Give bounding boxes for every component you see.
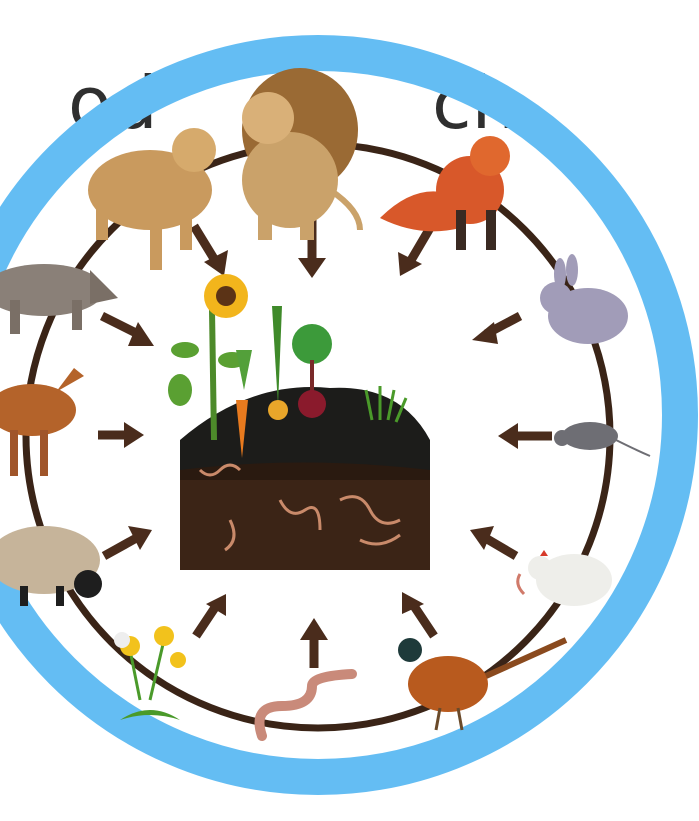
arrow-from-pheasant — [402, 592, 434, 636]
arrow-from-fox — [398, 228, 430, 276]
arrow-from-wolf — [102, 316, 154, 346]
lioness-icon — [88, 128, 216, 270]
mouse-icon — [554, 422, 650, 456]
arrow-from-rabbit — [472, 316, 520, 344]
wolf-icon — [0, 264, 118, 334]
arrow-from-earthworm — [300, 618, 328, 668]
arrow-from-chicken — [470, 526, 516, 556]
chicken-icon — [518, 550, 612, 606]
soil-with-plants-icon — [168, 274, 430, 570]
lion-icon — [242, 68, 360, 240]
arrow-from-lioness — [194, 226, 228, 276]
arrow-from-deer — [98, 422, 144, 448]
arrow-from-dandelion — [196, 594, 226, 636]
onion-icon — [268, 306, 288, 420]
arrow-from-mouse — [498, 423, 552, 449]
arrow-from-sheep — [104, 526, 152, 556]
deer-icon — [0, 368, 84, 476]
